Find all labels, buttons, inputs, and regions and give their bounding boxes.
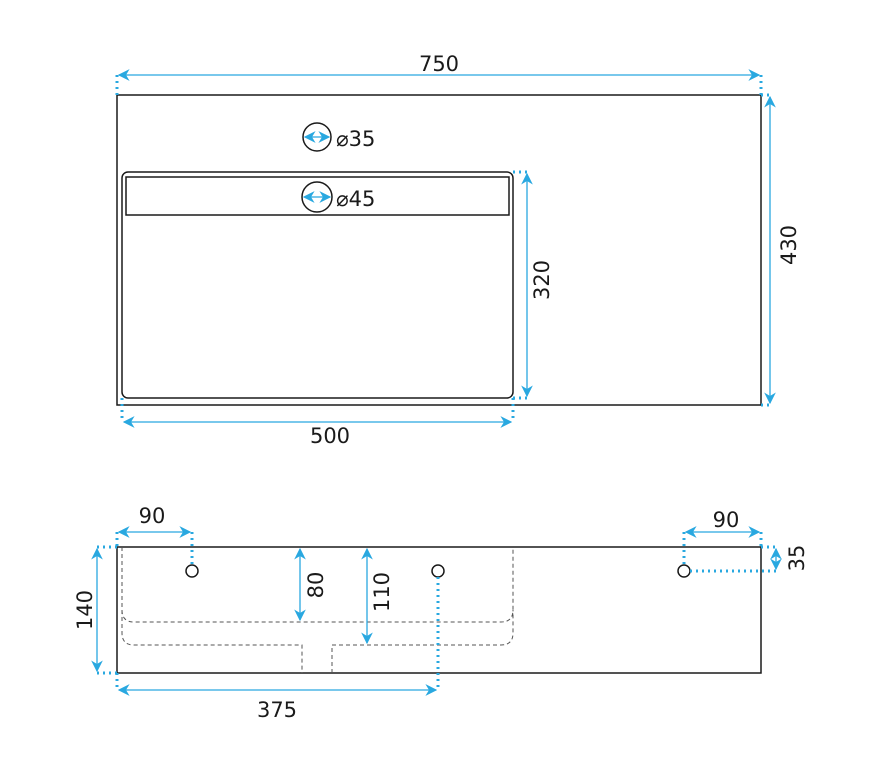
- width-label: 750: [419, 52, 459, 76]
- left-offset-label: 90: [139, 504, 166, 528]
- drain-label: ⌀45: [336, 187, 375, 211]
- dimension-inner-depth: 80: [294, 547, 328, 622]
- dimension-width: 750: [115, 52, 763, 95]
- tap-hole-label: ⌀35: [336, 127, 375, 151]
- basin-depth-label: 320: [530, 260, 554, 300]
- right-offset-label: 90: [713, 508, 740, 532]
- mount-hole-left: [185, 564, 199, 578]
- inner-depth-label: 80: [304, 572, 328, 599]
- dimension-basin-depth: 320: [513, 170, 554, 400]
- front-outline: [116, 546, 762, 674]
- height-label: 140: [73, 590, 97, 630]
- dimension-total-depth: 110: [361, 547, 394, 645]
- dimension-center-offset: 375: [115, 577, 440, 722]
- drain-hole: ⌀45: [301, 181, 375, 213]
- mount-hole-right: [677, 564, 691, 578]
- countertop-outline: [116, 94, 762, 406]
- tap-hole: ⌀35: [302, 122, 375, 152]
- center-offset-label: 375: [257, 698, 297, 722]
- depth-label: 430: [777, 225, 801, 265]
- basin-outline: [121, 171, 514, 399]
- basin-back-strip: [125, 176, 510, 216]
- dimension-hole-height: 35: [690, 545, 809, 573]
- dimension-height: 140: [73, 545, 117, 675]
- basin-outer-hidden-line: [121, 610, 514, 673]
- basin-width-label: 500: [310, 424, 350, 448]
- basin-inner-hidden-line: [121, 547, 514, 623]
- total-depth-label: 110: [370, 572, 394, 612]
- dimension-basin-width: 500: [120, 398, 515, 448]
- mount-hole-center: [431, 564, 445, 578]
- top-view: ⌀35 ⌀45 750 430 320: [115, 52, 801, 448]
- front-view: 90 90 35 140 80 110: [73, 504, 809, 722]
- hole-height-label: 35: [785, 545, 809, 572]
- dimension-left-offset: 90: [115, 504, 194, 565]
- dimension-depth: 430: [761, 93, 801, 407]
- dimension-right-offset: 90: [682, 508, 763, 565]
